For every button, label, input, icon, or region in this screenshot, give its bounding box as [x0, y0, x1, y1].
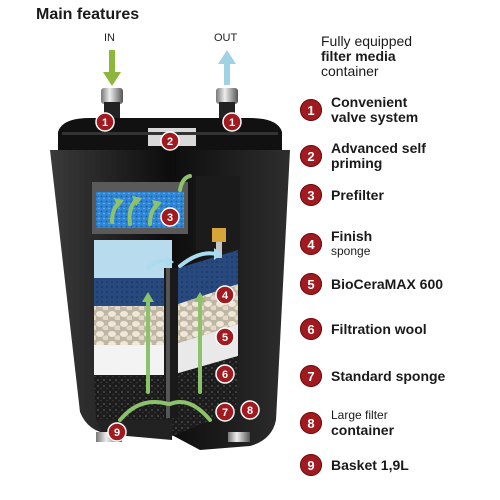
- feature-item-5: 5 BioCeraMAX 600: [300, 273, 443, 295]
- feature-label-line2: sponge: [331, 244, 371, 258]
- feature-label-line2: priming: [331, 155, 383, 171]
- svg-text:7: 7: [222, 407, 228, 419]
- feature-number-badge: 5: [300, 273, 322, 295]
- feature-item-7: 7 Standard sponge: [300, 365, 445, 387]
- flow-arrowheads-green: [114, 196, 206, 302]
- feature-label-line1: Large filter: [331, 408, 388, 422]
- feature-number-badge: 3: [300, 184, 322, 206]
- flow-arrows-green: [110, 174, 212, 422]
- diagram-markers: 1 1 2 3 4 5 6 7 8 9: [95, 112, 260, 442]
- feature-label-line2: valve system: [331, 109, 419, 125]
- wool-left: [94, 345, 172, 375]
- svg-text:6: 6: [222, 369, 228, 381]
- feature-item-4: 4 Finish sponge: [300, 229, 372, 259]
- out-label: OUT: [214, 32, 238, 44]
- container-heading: Fully equipped filter media container: [321, 34, 412, 79]
- heading-line-1: Fully equipped: [321, 33, 413, 49]
- feature-label-line1: Finish: [331, 228, 373, 244]
- svg-text:2: 2: [167, 136, 173, 148]
- feature-number-badge: 2: [300, 145, 322, 167]
- feature-item-9: 9 Basket 1,9L: [300, 454, 409, 476]
- marker-1-in: 1: [95, 112, 115, 132]
- in-label: IN: [104, 32, 115, 44]
- feature-legend: 1 Convenient valve system 2 Advanced sel…: [300, 0, 500, 500]
- marker-5: 5: [215, 327, 235, 347]
- feature-label-line2: container: [331, 422, 395, 438]
- feature-number-badge: 6: [300, 318, 322, 340]
- feature-number-badge: 4: [300, 233, 322, 255]
- svg-text:8: 8: [247, 405, 253, 417]
- marker-7: 7: [215, 402, 235, 422]
- in-arrow: [103, 50, 121, 86]
- marker-2: 2: [160, 131, 180, 151]
- marker-8: 8: [240, 400, 260, 420]
- feature-label-line1: Prefilter: [331, 186, 384, 203]
- feature-item-3: 3 Prefilter: [300, 184, 384, 206]
- marker-1-out: 1: [222, 112, 242, 132]
- feature-item-1: 1 Convenient valve system: [300, 95, 418, 125]
- feature-label-line1: Filtration wool: [331, 320, 427, 337]
- finish-sponge-right: [172, 250, 238, 306]
- svg-text:1: 1: [102, 117, 108, 129]
- marker-9: 9: [107, 422, 127, 442]
- feature-item-2: 2 Advanced self priming: [300, 141, 426, 171]
- feature-label-line1: Advanced self: [331, 140, 426, 156]
- feature-number-badge: 1: [300, 99, 322, 121]
- out-arrow: [218, 50, 236, 85]
- feature-label-line1: BioCeraMAX 600: [331, 275, 444, 292]
- feature-number-badge: 8: [300, 412, 322, 434]
- marker-6: 6: [215, 364, 235, 384]
- foot-right: [228, 432, 250, 442]
- feature-item-6: 6 Filtration wool: [300, 318, 427, 340]
- heading-line-3: container: [321, 63, 379, 79]
- feature-label-line1: Convenient: [331, 94, 408, 110]
- feature-item-8: 8 Large filter container: [300, 408, 394, 438]
- svg-text:5: 5: [222, 332, 228, 344]
- marker-4: 4: [215, 285, 235, 305]
- feature-label-line1: Basket 1,9L: [331, 456, 409, 473]
- page-title: Main features: [36, 6, 140, 23]
- heading-line-2: filter media: [321, 48, 396, 64]
- sponge-left: [94, 375, 172, 420]
- ceramic-left: [94, 306, 172, 345]
- finish-sponge-left: [94, 278, 172, 306]
- cutaway-left: [92, 182, 188, 440]
- svg-text:3: 3: [167, 212, 173, 224]
- filter-diagram: 1 1 2 3 4 5 6 7 8 9: [50, 50, 290, 450]
- marker-3: 3: [160, 207, 180, 227]
- feature-number-badge: 7: [300, 365, 322, 387]
- svg-text:1: 1: [229, 117, 235, 129]
- feature-label-line1: Standard sponge: [331, 367, 446, 384]
- svg-text:9: 9: [114, 427, 120, 439]
- feature-number-badge: 9: [300, 454, 322, 476]
- svg-text:4: 4: [222, 290, 229, 302]
